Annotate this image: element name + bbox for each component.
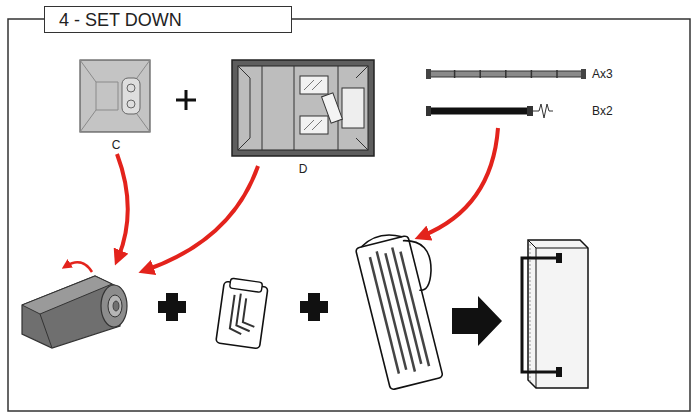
pole-spring <box>533 104 553 118</box>
stuff-sack <box>122 78 140 114</box>
sack-detail <box>127 100 135 108</box>
pole-joint <box>556 70 558 78</box>
pole-joint <box>505 70 507 78</box>
pole-tip <box>581 69 586 79</box>
part-label: C <box>78 138 154 152</box>
window-hatch <box>304 80 322 90</box>
part-label: Ax3 <box>592 67 625 81</box>
plus-symbol <box>158 293 186 321</box>
rolled-tent <box>22 276 127 348</box>
tent-window <box>300 76 328 94</box>
pole-bag <box>354 226 458 390</box>
plus-symbol <box>300 293 328 321</box>
tent-outer <box>232 60 374 156</box>
tent-inner <box>238 66 368 150</box>
fold-line <box>80 60 150 132</box>
pole-joint <box>454 70 456 78</box>
result-arrow <box>452 296 502 346</box>
pole-tip <box>426 69 431 79</box>
packed-bag <box>522 240 588 388</box>
pole-joint <box>531 70 533 78</box>
section-title: 4 - SET DOWN <box>59 10 182 30</box>
tent-door <box>342 88 364 128</box>
sack-detail <box>127 84 135 92</box>
tent-seam <box>238 66 368 150</box>
pole-b <box>429 108 529 114</box>
window-hatch <box>304 120 322 130</box>
groundsheet <box>80 60 150 132</box>
pole-part: Ax3 <box>425 62 625 86</box>
section-frame <box>8 19 690 411</box>
red-arrow <box>117 154 128 258</box>
pole-joint <box>479 70 481 78</box>
pole-a <box>429 71 583 77</box>
tent-window <box>322 93 343 123</box>
hex-key-bag <box>216 277 269 348</box>
groundsheet-part: C <box>78 58 156 158</box>
part-label: Bx2 <box>592 104 625 118</box>
part-label: D <box>230 162 376 176</box>
red-arrow <box>422 128 498 236</box>
pole-tip <box>527 106 533 116</box>
plus-symbol <box>176 90 196 110</box>
roll-direction-arrow <box>66 262 92 272</box>
pole-part: Bx2 <box>425 99 625 123</box>
tent-part: D <box>230 58 378 182</box>
title-box: 4 - SET DOWN <box>44 6 292 33</box>
tent-window <box>300 116 328 134</box>
red-arrow <box>146 166 258 270</box>
pole-tip <box>426 106 431 116</box>
